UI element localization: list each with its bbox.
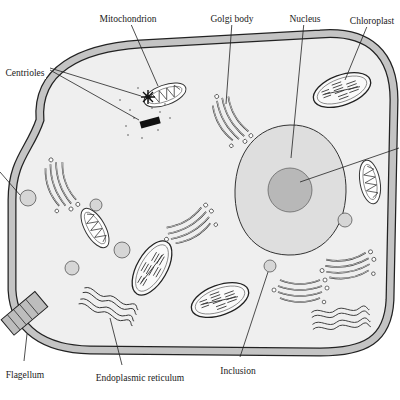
- part-label: Centrioles: [4, 68, 45, 79]
- part-label-holder: Endoplasmic reticulum: [95, 367, 185, 385]
- part-label-holder: Flagellum: [5, 364, 46, 382]
- part-label-holder: Golgi body: [209, 8, 254, 26]
- part-label: Flagellum: [5, 370, 46, 381]
- part-label-holder: Mitochondrion: [99, 8, 158, 26]
- part-label: Golgi body: [209, 14, 254, 25]
- part-label-holder: Centrioles: [4, 62, 45, 80]
- part-label-holder: Nucleus: [288, 8, 321, 26]
- part-label-holder: Chloroplast: [349, 10, 395, 28]
- part-label: Nucleus: [288, 14, 321, 25]
- part-label: Inclusion: [219, 366, 256, 377]
- part-label: Chloroplast: [349, 16, 395, 27]
- part-label: Mitochondrion: [99, 14, 158, 25]
- part-label: Endoplasmic reticulum: [95, 373, 185, 384]
- part-label-holder: Inclusion: [219, 360, 256, 378]
